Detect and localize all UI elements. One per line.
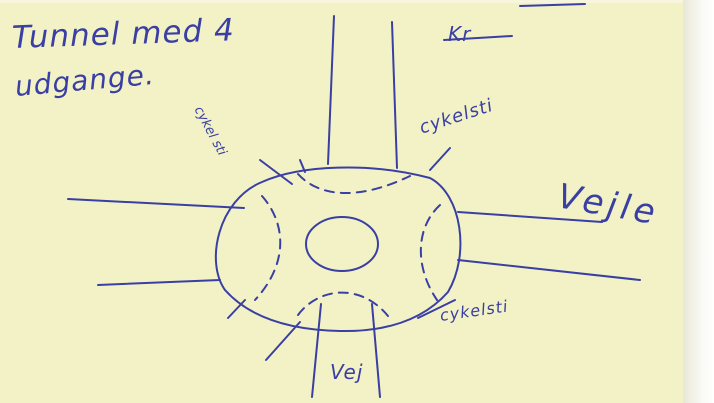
center-island: [306, 217, 378, 271]
inner-path-left: [255, 196, 280, 300]
road-top-left: [328, 16, 334, 164]
label-crossed-out: Kr: [448, 22, 471, 46]
inner-path-right: [421, 205, 440, 300]
road-bottom-left: [312, 304, 321, 397]
spur-lower-left: [228, 300, 245, 318]
road-top-right: [392, 22, 397, 168]
tunnel-outline: [216, 167, 461, 331]
road-right-lower: [458, 260, 640, 280]
road-left-upper: [68, 199, 244, 208]
spur-upper-right: [430, 148, 450, 170]
top-edge-scribble: [520, 4, 585, 6]
inner-path-top: [298, 174, 410, 193]
road-bottom-right: [372, 304, 380, 397]
label-road: Vej: [330, 360, 363, 384]
inner-path-bottom: [298, 293, 388, 316]
spur-lower-left-2: [266, 322, 300, 360]
road-left-lower: [98, 280, 220, 285]
